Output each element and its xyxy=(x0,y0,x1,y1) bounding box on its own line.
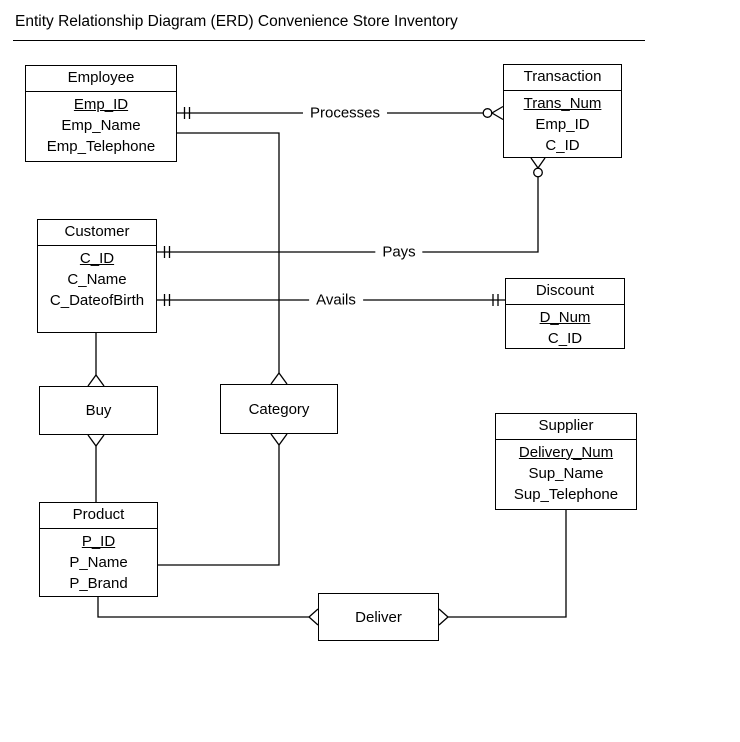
entity-supplier-title: Supplier xyxy=(496,414,636,440)
attr-c-name: C_Name xyxy=(67,270,127,288)
attr-p-name: P_Name xyxy=(69,553,128,571)
entity-transaction-title: Transaction xyxy=(504,65,621,91)
attr-d-num: D_Num xyxy=(539,308,591,326)
product-deliver-line xyxy=(97,597,309,618)
zero-optional-circle xyxy=(533,167,543,178)
supplier-deliver-line xyxy=(448,510,567,618)
connector-pays xyxy=(157,157,546,258)
entity-product[interactable]: Product P_ID P_Name P_Brand xyxy=(39,502,158,597)
attr-emp-telephone: Emp_Telephone xyxy=(46,137,156,155)
entity-employee-attributes: Emp_ID Emp_Name Emp_Telephone xyxy=(26,92,176,157)
connector-buy-product xyxy=(87,434,105,502)
relationship-label-processes: Processes xyxy=(302,104,388,122)
attr-trans-c-id: C_ID xyxy=(545,136,580,154)
relationship-deliver-label: Deliver xyxy=(355,608,402,626)
entity-supplier-attributes: Delivery_Num Sup_Name Sup_Telephone xyxy=(496,440,636,505)
entity-discount-attributes: D_Num C_ID xyxy=(506,305,624,349)
many-crowfoot xyxy=(438,608,449,626)
attr-c-dateofbirth: C_DateofBirth xyxy=(49,291,145,309)
entity-product-attributes: P_ID P_Name P_Brand xyxy=(40,529,157,594)
attr-p-brand: P_Brand xyxy=(69,574,128,592)
attr-emp-name: Emp_Name xyxy=(61,116,141,134)
entity-customer-attributes: C_ID C_Name C_DateofBirth xyxy=(38,246,156,311)
many-crowfoot xyxy=(270,433,288,447)
many-crowfoot xyxy=(530,157,546,170)
relationship-category-label: Category xyxy=(248,400,310,418)
entity-supplier[interactable]: Supplier Delivery_Num Sup_Name Sup_Telep… xyxy=(495,413,637,510)
entity-discount[interactable]: Discount D_Num C_ID xyxy=(505,278,625,349)
many-crowfoot xyxy=(270,371,288,385)
connector-category-product xyxy=(158,433,288,566)
page-title: Entity Relationship Diagram (ERD) Conven… xyxy=(15,13,458,30)
entity-transaction-attributes: Trans_Num Emp_ID C_ID xyxy=(504,91,621,156)
attr-emp-id: Emp_ID xyxy=(73,95,129,113)
employee-category-line xyxy=(177,132,280,373)
connector-employee-category xyxy=(177,132,288,385)
entity-customer[interactable]: Customer C_ID C_Name C_DateofBirth xyxy=(37,219,157,333)
attr-sup-name: Sup_Name xyxy=(528,464,604,482)
connector-product-deliver xyxy=(97,597,319,626)
attr-p-id: P_ID xyxy=(81,532,116,550)
relationship-buy[interactable]: Buy xyxy=(39,386,158,435)
category-product-line xyxy=(158,445,280,566)
many-crowfoot xyxy=(490,105,504,121)
entity-transaction[interactable]: Transaction Trans_Num Emp_ID C_ID xyxy=(503,64,622,158)
attr-discount-c-id: C_ID xyxy=(547,329,583,347)
attr-trans-emp-id: Emp_ID xyxy=(535,115,590,133)
many-crowfoot xyxy=(308,608,319,626)
attr-trans-num: Trans_Num xyxy=(523,94,602,112)
relationship-label-pays: Pays xyxy=(375,243,423,261)
relationship-label-avails: Avails xyxy=(309,291,363,309)
pays-line xyxy=(157,177,539,253)
attr-c-id: C_ID xyxy=(79,249,115,267)
connector-supplier-deliver xyxy=(438,510,567,626)
title-underline xyxy=(13,40,645,41)
relationship-buy-label: Buy xyxy=(85,402,112,419)
connector-customer-buy xyxy=(87,333,105,387)
attr-delivery-num: Delivery_Num xyxy=(518,443,614,461)
entity-product-title: Product xyxy=(40,503,157,529)
entity-employee[interactable]: Employee Emp_ID Emp_Name Emp_Telephone xyxy=(25,65,177,162)
relationship-category[interactable]: Category xyxy=(220,384,338,434)
zero-optional-circle xyxy=(482,108,493,118)
many-crowfoot xyxy=(87,373,105,387)
many-crowfoot xyxy=(87,434,105,448)
entity-customer-title: Customer xyxy=(38,220,156,246)
entity-employee-title: Employee xyxy=(26,66,176,92)
entity-discount-title: Discount xyxy=(506,279,624,305)
relationship-deliver[interactable]: Deliver xyxy=(318,593,439,641)
attr-sup-telephone: Sup_Telephone xyxy=(513,485,619,503)
